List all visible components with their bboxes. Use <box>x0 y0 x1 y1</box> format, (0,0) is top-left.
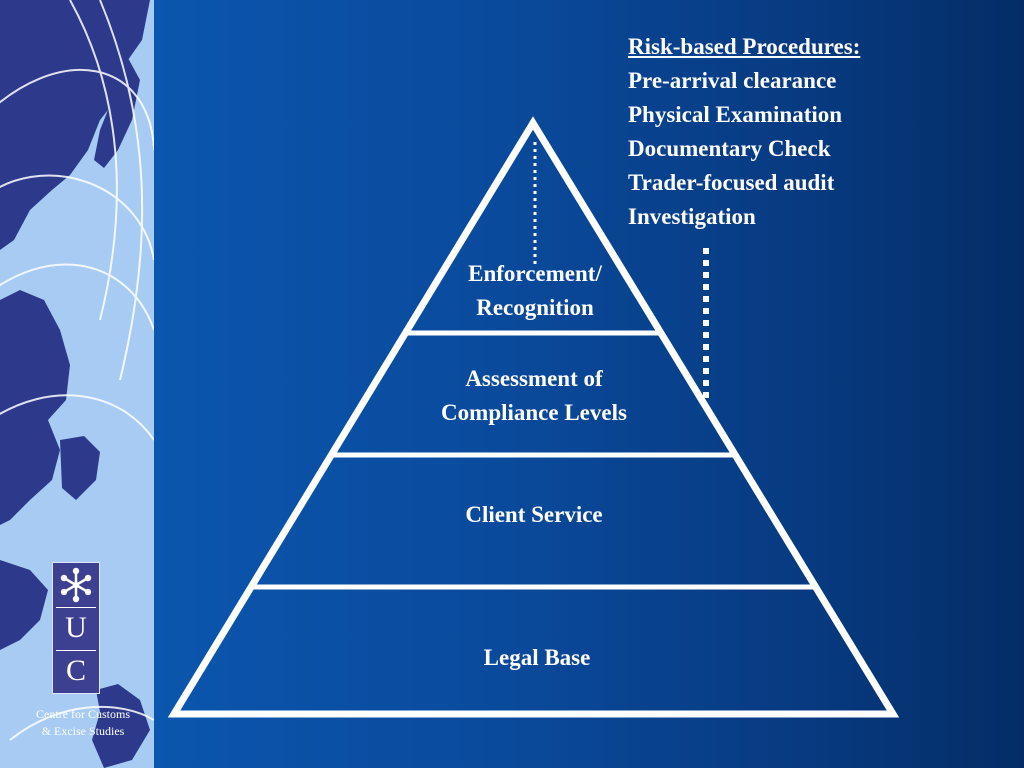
logo-letter-c: C <box>65 654 86 687</box>
risk-procedures-list: Risk-based Procedures: Pre-arrival clear… <box>628 30 860 234</box>
tier-enforcement-label: Enforcement/ Recognition <box>404 257 666 325</box>
logo-caption-line2: & Excise Studies <box>41 724 125 738</box>
risk-procedures-heading: Risk-based Procedures: <box>628 34 861 59</box>
ucc-logo: U C <box>52 562 100 694</box>
tier-assessment-line2: Compliance Levels <box>441 400 627 425</box>
tier-enforcement-line1: Enforcement/ <box>468 261 602 286</box>
procedure-item: Documentary Check <box>628 136 831 161</box>
tier-assessment-line1: Assessment of <box>465 366 603 391</box>
slide-background <box>154 0 1024 768</box>
tier-legal-base-label: Legal Base <box>483 645 591 670</box>
procedure-item: Trader-focused audit <box>628 170 835 195</box>
left-map-strip <box>0 0 154 768</box>
procedure-item: Physical Examination <box>628 102 843 127</box>
tier-assessment-label: Assessment of Compliance Levels <box>384 362 684 430</box>
logo-caption: Centre for Customs & Excise Studies <box>8 706 158 740</box>
logo-caption-line1: Centre for Customs <box>36 707 130 721</box>
tier-client-service-label: Client Service <box>465 502 603 527</box>
tier-enforcement-line2: Recognition <box>476 295 594 320</box>
procedure-item: Investigation <box>628 204 756 229</box>
procedure-item: Pre-arrival clearance <box>628 68 837 93</box>
snowflake-logo-icon <box>60 567 92 603</box>
world-map-icon <box>0 0 154 768</box>
pyramid-outline <box>167 116 900 718</box>
logo-letter-u: U <box>65 611 87 644</box>
